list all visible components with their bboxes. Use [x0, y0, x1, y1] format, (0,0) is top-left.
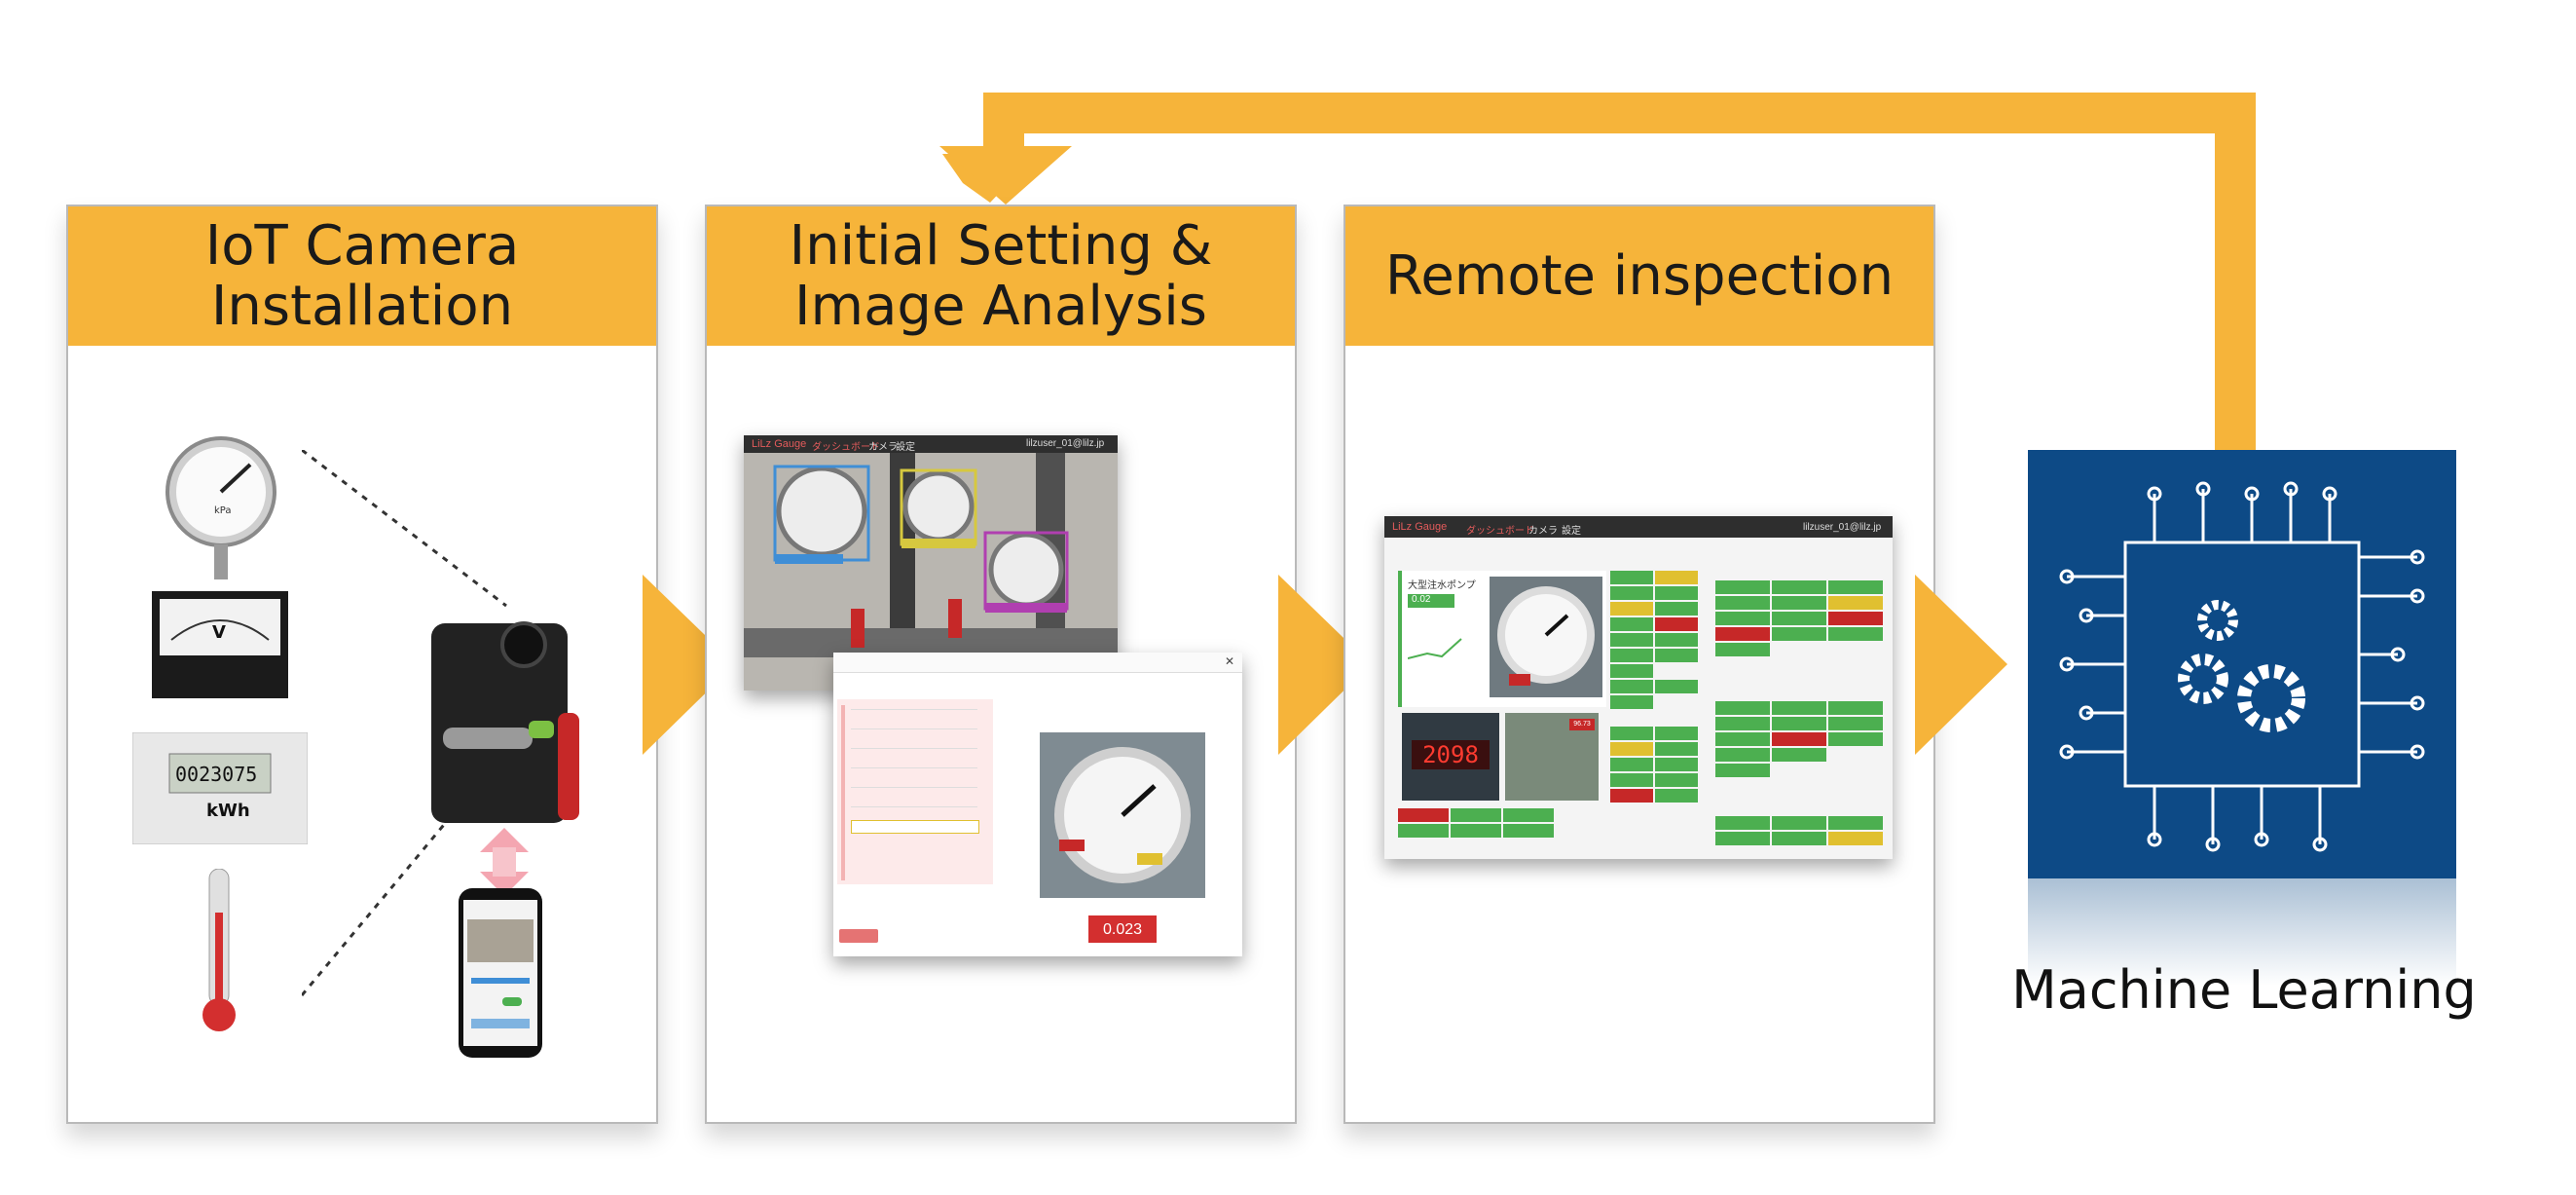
- circuit-gears-icon: [2059, 481, 2425, 852]
- widget-value: 0.02: [1412, 594, 1431, 605]
- connection-lines: [302, 450, 507, 996]
- settings-form: [837, 699, 993, 884]
- panel-iot-camera-installation: IoT Camera Installation kPa V 0023075 kW…: [66, 205, 658, 1124]
- machine-learning-box: [2028, 450, 2456, 878]
- nav-dashboard: ダッシュボード: [1466, 526, 1534, 537]
- panel-title: IoT Camera Installation: [68, 206, 656, 346]
- meter-unit-label: V: [212, 622, 226, 643]
- analysis-result-badge: 0.023: [1088, 915, 1157, 943]
- camera-view-screenshot: LiLz Gauge ダッシュボード カメラ 設定 lilzuser_01@li…: [744, 435, 1118, 691]
- gauge-unit-label: kPa: [214, 505, 232, 516]
- smartphone-icon: [459, 888, 542, 1058]
- nav-dashboard: ダッシュボード: [812, 442, 880, 453]
- analysis-result-value: 0.023: [1102, 921, 1143, 938]
- digital-reading: 2098: [1422, 741, 1479, 768]
- level-gauge: 96.73: [1505, 713, 1599, 801]
- bottom-tile-row: [1398, 808, 1602, 847]
- panel-title-text: Remote inspection: [1384, 243, 1895, 308]
- nav-settings: 設定: [1562, 526, 1581, 537]
- panel-title: Initial Setting & Image Analysis: [707, 206, 1295, 346]
- status-tile-grid: [1610, 571, 1883, 853]
- app-topbar: LiLz Gauge ダッシュボード カメラ 設定 lilzuser_01@li…: [744, 435, 1118, 453]
- thermometer-icon: [202, 869, 236, 1031]
- close-icon[interactable]: ✕: [1224, 654, 1234, 668]
- flow-arrow-icon: [1915, 575, 2007, 755]
- panel-initial-setting-image-analysis: Initial Setting & Image Analysis LiLz Ga…: [705, 205, 1297, 1124]
- kwh-meter-icon: 0023075 kWh: [132, 732, 308, 844]
- machine-learning-label: Machine Learning: [2011, 959, 2477, 1021]
- gauge-widget: 大型注水ポンプ 0.02: [1398, 571, 1606, 707]
- nav-camera: カメラ: [1528, 526, 1558, 537]
- level-reading: 96.73: [1573, 721, 1591, 728]
- dashboard-screenshot: LiLz Gauge ダッシュボード カメラ 設定 lilzuser_01@li…: [1384, 516, 1893, 859]
- trend-chart: [1408, 638, 1462, 659]
- voltmeter-icon: V: [152, 591, 288, 698]
- submit-button[interactable]: [839, 929, 878, 943]
- flow-arrow-icon: [643, 575, 735, 755]
- kwh-unit-label: kWh: [206, 801, 250, 821]
- analysis-dialog-screenshot: ✕ 0.023: [833, 653, 1242, 956]
- feedback-arrowhead-icon: [939, 146, 1072, 205]
- app-user: lilzuser_01@lilz.jp: [1803, 522, 1882, 533]
- widget-gauge-image: [1490, 577, 1602, 697]
- widget-title: 大型注水ポンプ: [1408, 580, 1476, 591]
- machine-learning-reflection: [2028, 878, 2456, 986]
- digital-readout: 2098: [1402, 713, 1499, 801]
- nav-settings: 設定: [896, 442, 915, 453]
- panel-remote-inspection: Remote inspection LiLz Gauge ダッシュボード カメラ…: [1343, 205, 1935, 1124]
- pressure-gauge-icon: kPa: [166, 436, 276, 579]
- panel-title-text: Initial Setting & Image Analysis: [789, 213, 1213, 338]
- flow-arrow-icon: [1278, 575, 1371, 755]
- widget-value-badge: 0.02: [1408, 594, 1454, 608]
- app-brand: LiLz Gauge: [752, 438, 807, 450]
- app-topbar: LiLz Gauge ダッシュボード カメラ 設定 lilzuser_01@li…: [1384, 516, 1893, 538]
- app-brand: LiLz Gauge: [1392, 521, 1448, 533]
- app-user: lilzuser_01@lilz.jp: [1026, 438, 1105, 449]
- panel-title: Remote inspection: [1345, 206, 1933, 346]
- nav-camera: カメラ: [868, 442, 898, 453]
- iot-camera-icon: [431, 621, 579, 823]
- panel-title-text: IoT Camera Installation: [204, 213, 520, 338]
- sync-arrow-icon: [480, 828, 529, 896]
- pipe-scene: [744, 453, 1118, 691]
- kwh-reading: 0023075: [175, 763, 257, 786]
- gauge-detail-image: [1040, 732, 1205, 898]
